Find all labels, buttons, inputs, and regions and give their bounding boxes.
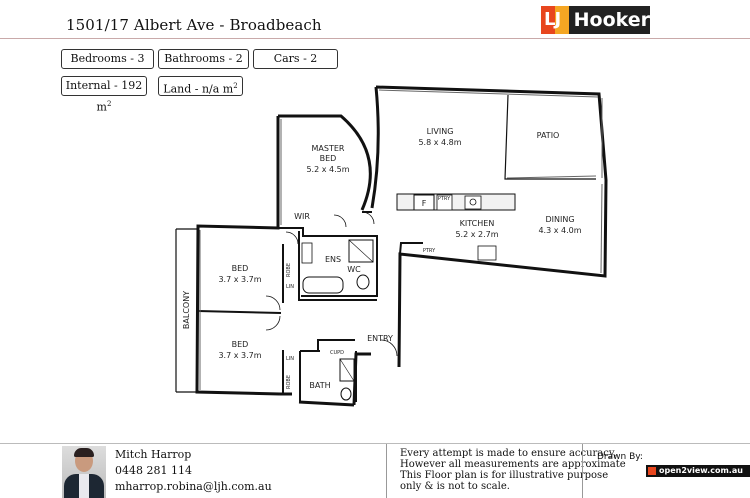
svg-text:ROBE: ROBE [286,263,292,277]
drawn-by-label: Drawn By: [597,452,643,462]
agent-email[interactable]: mharrop.robina@ljh.com.au [115,480,272,493]
footer-separator [386,444,387,498]
agent-phone[interactable]: 0448 281 114 [115,464,192,477]
svg-text:WIR: WIR [294,212,310,221]
property-address: 1501/17 Albert Ave - Broadbeach [66,16,322,34]
lj-logo-mark: LJ [541,6,569,34]
svg-text:4.3 x 4.0m: 4.3 x 4.0m [538,226,581,235]
logo-word: Hooker [573,9,650,31]
disclaimer-line-4: only & is not to scale. [400,481,510,492]
svg-text:BALCONY: BALCONY [182,291,191,329]
svg-text:PATIO: PATIO [537,131,560,140]
svg-text:ENS: ENS [325,255,341,264]
disclaimer-line-2: However all measurements are approximate [400,459,626,470]
bedrooms-pill: Bedrooms - 3 [61,49,154,69]
svg-text:5.8 x 4.8m: 5.8 x 4.8m [418,138,461,147]
svg-text:ROBE: ROBE [286,375,292,389]
footer-divider [0,443,750,444]
svg-text:PTRY: PTRY [438,196,451,202]
internal-area-pill: Internal - 192 m2 [61,76,147,114]
svg-text:3.7 x 3.7m: 3.7 x 3.7m [218,351,261,360]
floor-plan: MASTER BED 5.2 x 4.5m LIVING 5.8 x 4.8m … [175,85,608,407]
svg-text:5.2 x 4.5m: 5.2 x 4.5m [306,165,349,174]
svg-text:ENTRY: ENTRY [367,334,393,343]
svg-text:5.2 x 2.7m: 5.2 x 2.7m [455,230,498,239]
bathrooms-pill: Bathrooms - 2 [158,49,249,69]
svg-text:PTRY: PTRY [423,248,436,254]
agent-photo [62,446,106,498]
disclaimer-line-1: Every attempt is made to ensure accuracy… [400,448,617,459]
disclaimer-line-3: This Floor plan is for illustrative purp… [400,470,609,481]
svg-text:LIN: LIN [286,284,294,290]
svg-text:KITCHEN: KITCHEN [460,219,495,228]
svg-text:F: F [422,199,427,208]
svg-text:DINING: DINING [545,215,574,224]
svg-text:BED: BED [320,154,337,163]
header-divider [0,38,750,39]
lj-hooker-logo: LJ Hooker [541,6,650,34]
cars-pill: Cars - 2 [253,49,338,69]
svg-text:CUPD: CUPD [330,350,344,356]
svg-text:LIVING: LIVING [427,127,454,136]
svg-text:3.7 x 3.7m: 3.7 x 3.7m [218,275,261,284]
land-area-pill: Land - n/a m2 [158,76,243,96]
agent-name: Mitch Harrop [115,448,192,461]
footer-separator [582,444,583,498]
svg-text:MASTER: MASTER [312,144,345,153]
svg-text:BATH: BATH [309,381,330,390]
svg-text:BED: BED [232,264,249,273]
svg-text:BED: BED [232,340,249,349]
svg-text:LIN: LIN [286,356,294,362]
open2view-logo: open2view.com.au [646,465,750,477]
svg-text:WC: WC [347,265,361,274]
